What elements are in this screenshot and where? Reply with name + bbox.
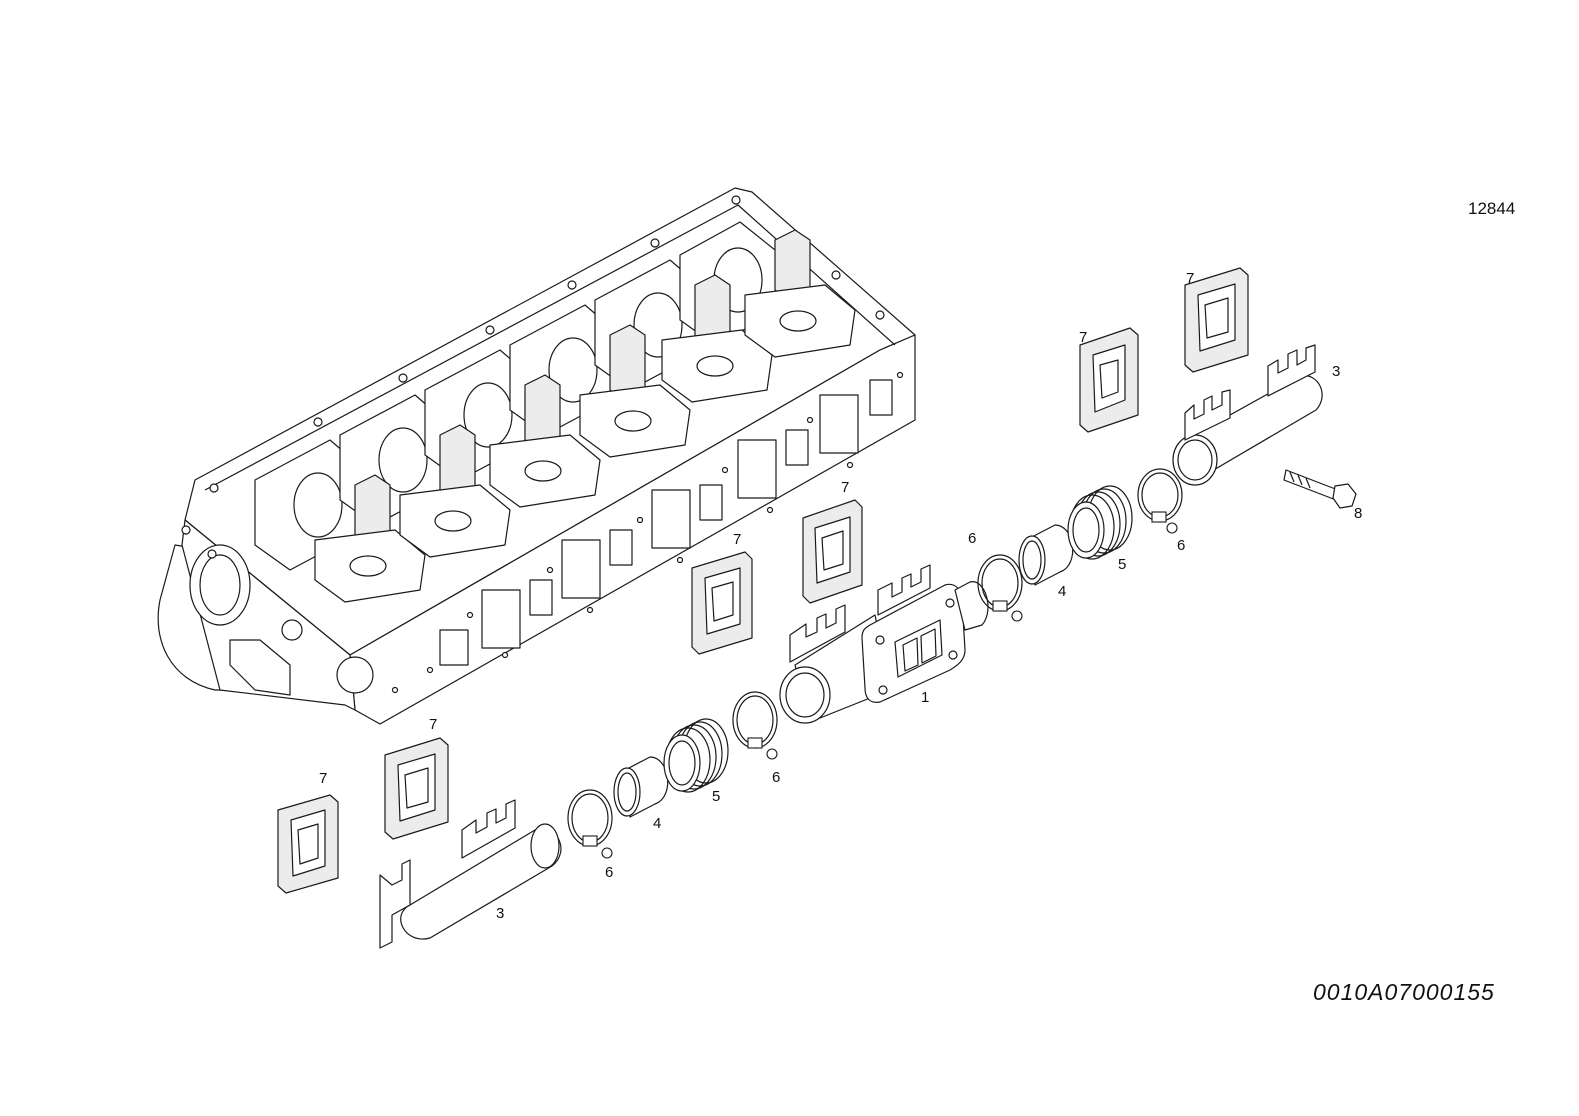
- heat-shield: [802, 499, 863, 604]
- hose-clamp: [567, 789, 613, 859]
- reference-number: 12844: [1468, 199, 1516, 218]
- callout-7-e: 7: [429, 716, 438, 733]
- callout-3-lower: 3: [496, 905, 505, 922]
- hose-clamp: [977, 554, 1023, 622]
- heat-shield: [691, 551, 753, 655]
- head-end-port: [199, 554, 241, 616]
- head-end-recess: [229, 639, 291, 696]
- cylinder-head: [157, 187, 916, 725]
- callout-7-d: 7: [733, 531, 742, 548]
- drawing-code: 0010A07000155: [1313, 979, 1495, 1005]
- hose-clamp: [732, 691, 778, 760]
- exhaust-pipe-upper: [1172, 344, 1323, 486]
- bellows-joint: [1067, 485, 1133, 560]
- callout-5-lower: 5: [712, 788, 721, 805]
- bellows-joints: [663, 485, 1133, 793]
- pipe-sleeve: [613, 756, 669, 818]
- callout-4-lower: 4: [653, 815, 662, 832]
- exhaust-pipe-lower: [379, 799, 562, 949]
- hose-clamps: [567, 468, 1183, 859]
- callout-7-a: 7: [1186, 270, 1195, 287]
- head-front-windows: [439, 379, 893, 666]
- head-front-dots: [391, 371, 904, 694]
- callout-5-upper: 5: [1118, 556, 1127, 573]
- exhaust-manifold: [779, 564, 989, 724]
- head-top-rim: [204, 204, 896, 491]
- callout-6-d: 6: [605, 864, 614, 881]
- callout-1: 1: [921, 689, 930, 706]
- heat-shield: [277, 794, 339, 894]
- callout-7-f: 7: [319, 770, 328, 787]
- head-end-hole: [336, 656, 374, 694]
- callout-6-a: 6: [968, 530, 977, 547]
- pipe-sleeve: [1018, 524, 1074, 586]
- callout-6-b: 6: [1177, 537, 1186, 554]
- heat-shield: [384, 737, 449, 840]
- head-exhaust-flanges: [314, 284, 856, 603]
- heat-shield: [1184, 267, 1249, 373]
- callout-4-upper: 4: [1058, 583, 1067, 600]
- bellows-joint: [663, 718, 729, 793]
- callout-7-c: 7: [841, 479, 850, 496]
- callout-7-b: 7: [1079, 329, 1088, 346]
- hose-clamp: [1137, 468, 1183, 534]
- flange-bolt: [1283, 469, 1357, 509]
- heat-shield: [1079, 327, 1139, 433]
- heat-shields: [277, 267, 1249, 894]
- callout-8: 8: [1354, 505, 1363, 522]
- pipe-sleeves: [613, 524, 1074, 818]
- callout-3-upper: 3: [1332, 363, 1341, 380]
- head-end-hole: [281, 619, 303, 641]
- callout-6-c: 6: [772, 769, 781, 786]
